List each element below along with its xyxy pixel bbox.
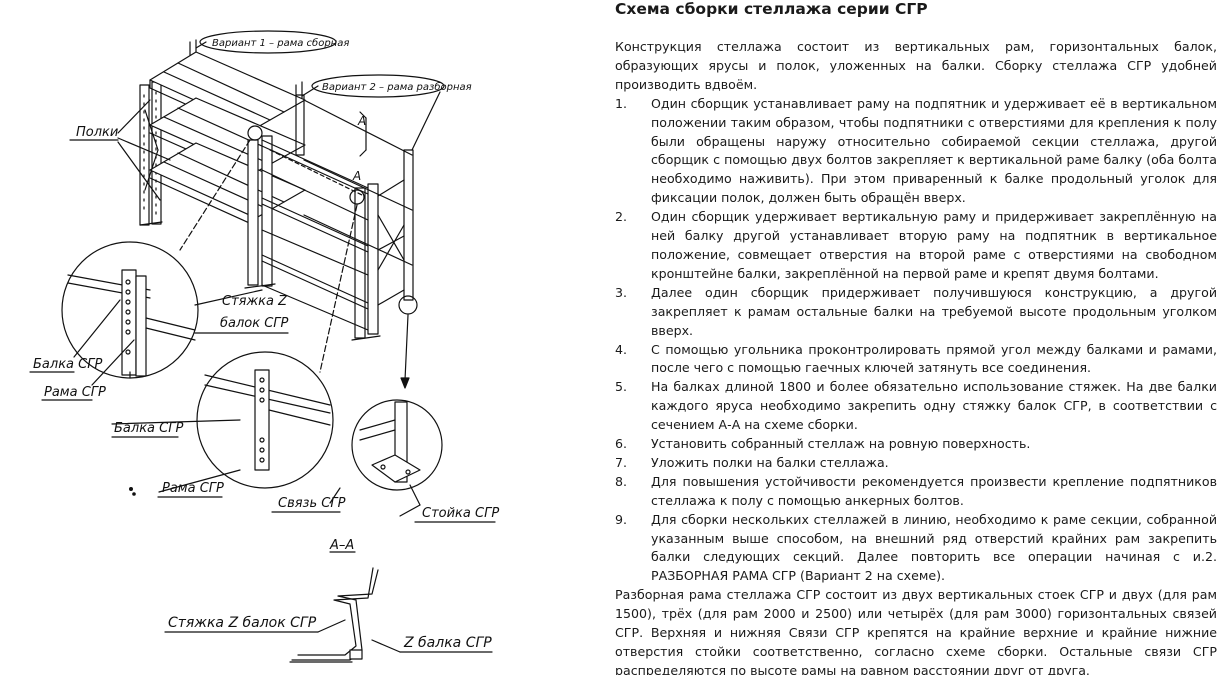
step-text: Установить собранный стеллаж на ровную п…: [651, 436, 1031, 452]
step-number: 7.: [615, 454, 628, 470]
step-item: 4. С помощью угольника проконтролировать …: [615, 341, 1217, 379]
step-text: Для сборки нескольких стеллажей в линию,…: [651, 511, 1217, 584]
step-number: 2.: [615, 209, 628, 225]
section-a-a: [289, 551, 401, 663]
step-number: 3.: [615, 284, 628, 300]
section-marker-bottom: А: [352, 169, 361, 183]
step-text: Далее один сборщик придерживает получивш…: [651, 284, 1217, 338]
step-number: 1.: [615, 95, 628, 111]
step-number: 5.: [615, 379, 628, 395]
step-text: Один сборщик удерживает вертикальную рам…: [651, 209, 1217, 281]
step-number: 6.: [615, 436, 628, 452]
tie-z-beams-label: Стяжка Z балок СГР: [168, 615, 317, 631]
variant2-badge: [311, 74, 445, 98]
step-item: 9. Для сборки нескольких стеллажей в лини…: [615, 511, 1217, 587]
step-text: Уложить полки на балки стеллажа.: [651, 454, 889, 470]
step-item: 6. Установить собранный стеллаж на ровную…: [615, 435, 1217, 454]
step-number: 8.: [615, 473, 628, 489]
variant1-label: Вариант 1 – рама сборная: [212, 37, 349, 49]
instructions-column: Схема сборки стеллажа серии СГР Конструк…: [615, 0, 1217, 675]
step-text: На балках длиной 1800 и более обязательн…: [651, 379, 1217, 433]
step-item: 1. Один сборщик устанавливает раму на под…: [615, 95, 1217, 208]
step-item: 2. Один сборщик удерживает вертикальную р…: [615, 208, 1217, 284]
step-text: Для повышения устойчивости рекомендуется…: [651, 473, 1217, 508]
detail-beam-frame-2: [196, 351, 334, 489]
section-title: А–А: [329, 538, 354, 553]
variant1-badge: [199, 30, 337, 54]
tie-z-label-line2: балок СГР: [220, 316, 289, 331]
shelves-label: Полки: [76, 125, 118, 140]
rack-section-2: [244, 94, 414, 341]
variant2-label: Вариант 2 – рама разборная: [322, 81, 472, 93]
upright-sgr-label: Стойка СГР: [422, 506, 499, 521]
step-item: 7. Уложить полки на балки стеллажа.: [615, 454, 1217, 473]
step-number: 9.: [615, 511, 628, 527]
step-item: 8. Для повышения устойчивости рекомендует…: [615, 473, 1217, 511]
page-title: Схема сборки стеллажа серии СГР: [615, 0, 928, 18]
rack-section-1: [139, 39, 306, 227]
step-text: С помощью угольника проконтролировать пр…: [651, 341, 1217, 376]
tie-z-label-line1: Стяжка Z: [222, 294, 288, 309]
beam-sgr-label-2: Балка СГР: [114, 421, 183, 436]
assembly-diagram: Вариант 1 – рама сборная Вариант 2 – рам…: [29, 30, 499, 663]
section-marker-top: А: [357, 114, 366, 128]
step-number: 4.: [615, 341, 628, 357]
z-beam-label: Z балка СГР: [403, 635, 492, 651]
frame-sgr-label: Рама СГР: [44, 385, 106, 400]
detail-upright-base: [351, 399, 443, 506]
step-text: Один сборщик устанавливает раму на подпя…: [651, 95, 1217, 206]
assembly-steps-list: 1. Один сборщик устанавливает раму на под…: [615, 95, 1217, 587]
intro-paragraph: Конструкция стеллажа состоит из вертикал…: [615, 39, 1217, 92]
link-sgr-label: Связь СГР: [278, 496, 346, 511]
beam-sgr-label: Балка СГР: [33, 357, 102, 372]
step-item: 3. Далее один сборщик придерживает получи…: [615, 284, 1217, 341]
outro-paragraph: Разборная рама стеллажа СГР состоит из д…: [615, 587, 1217, 675]
step-item: 5. На балках длиной 1800 и более обязател…: [615, 378, 1217, 435]
frame-sgr-label-2: Рама СГР: [162, 481, 224, 496]
